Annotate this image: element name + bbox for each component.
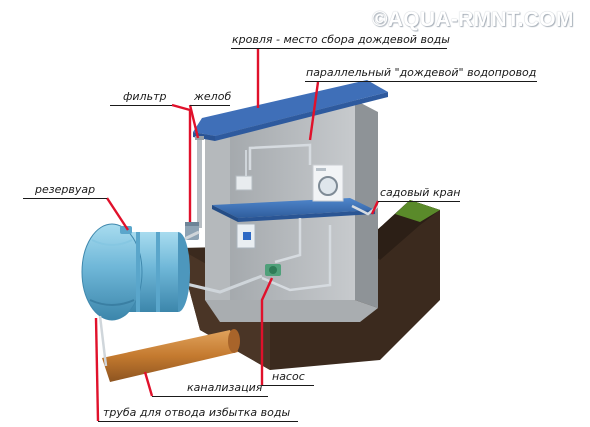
label-overflow-pipe-underline (98, 421, 298, 422)
leader-filter (171, 103, 192, 222)
label-pump-underline (262, 385, 314, 386)
label-garden-tap: садовый кран (380, 186, 461, 199)
label-roof: кровля - место сбора дождевой воды (232, 33, 450, 46)
sink (235, 150, 253, 191)
leader-sewer (143, 371, 154, 397)
overflow-pipe (98, 315, 108, 367)
house-walls (205, 100, 378, 322)
pump (265, 264, 281, 276)
gutter-downpipe (195, 136, 204, 228)
leader-parallel-plumbing (308, 81, 320, 141)
leader-gutter (188, 104, 200, 139)
label-filter: фильтр (123, 90, 167, 103)
upper-floor-shelf (212, 198, 375, 222)
watermark: ©AQUA-RMNT.COM (372, 8, 574, 31)
label-sewer: канализация (187, 381, 263, 394)
leader-pump (260, 277, 274, 385)
label-gutter: желоб (194, 90, 232, 103)
label-sewer-underline (152, 396, 268, 397)
leader-reservoir (105, 197, 130, 231)
pressure-tank (236, 223, 256, 249)
label-overflow-pipe: труба для отвода избытка воды (103, 406, 291, 419)
reservoir-tank (81, 223, 190, 321)
leader-garden-tap (370, 200, 380, 215)
label-filter-underline (110, 105, 172, 106)
label-roof-underline (231, 48, 447, 49)
rain-plumbing (248, 143, 379, 292)
sewer-pipe (102, 329, 240, 382)
label-parallel-plumbing-underline (305, 81, 537, 82)
label-gutter-underline (190, 105, 230, 106)
label-garden-tap-underline (378, 201, 460, 202)
label-reservoir: резервуар (35, 183, 96, 196)
leader-overflow-pipe (94, 317, 100, 422)
washing-machine (312, 164, 344, 202)
label-pump: насос (272, 370, 305, 383)
leader-lines (94, 49, 380, 422)
label-reservoir-underline (23, 198, 107, 199)
label-parallel-plumbing: параллельный "дождевой" водопровод (306, 66, 537, 79)
